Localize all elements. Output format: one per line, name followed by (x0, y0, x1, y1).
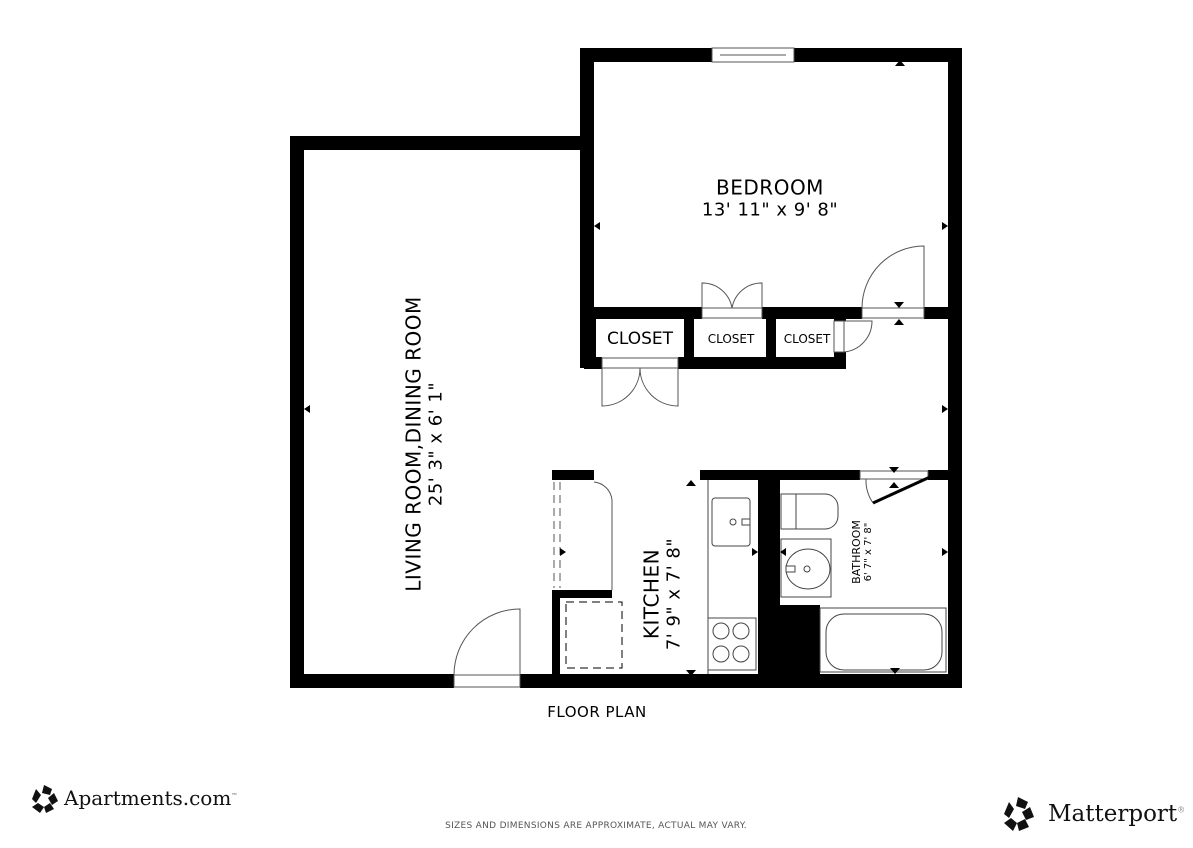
closet-label-1: CLOSET (606, 329, 674, 349)
apartments-logo-icon (32, 785, 58, 813)
closet-label-2: CLOSET (707, 332, 755, 346)
bathroom-label: BATHROOM 6' 7" x 7' 8" (850, 520, 874, 584)
bedroom-label: BEDROOM 13' 11" x 9' 8" (702, 176, 838, 221)
matterport-brand-name: Matterport® (1048, 801, 1186, 827)
window-bedroom (711, 47, 795, 63)
bathroom-dimensions: 6' 7" x 7' 8" (863, 522, 874, 582)
bedroom-dimensions: 13' 11" x 9' 8" (701, 199, 839, 221)
apartments-brand: Apartments.com™ (64, 786, 237, 810)
bathroom-name: BATHROOM (850, 520, 863, 584)
living-room-dimensions: 25' 3" x 6' 1" (425, 381, 447, 507)
kitchen-dimensions: 7' 9" x 7' 8" (663, 537, 685, 651)
bedroom-name: BEDROOM (716, 175, 824, 200)
disclaimer: SIZES AND DIMENSIONS ARE APPROXIMATE, AC… (445, 821, 747, 831)
bathroom-fixtures (780, 493, 947, 673)
apartments-brand-name: Apartments.com™ (64, 786, 238, 810)
kitchen-fixtures (707, 480, 757, 674)
living-room-name: LIVING ROOM,DINING ROOM (401, 296, 426, 592)
matterport-brand: Matterport® (1048, 801, 1185, 827)
bathroom-door-leaf (872, 475, 931, 505)
toilet (780, 493, 839, 530)
kitchen-label: KITCHEN 7' 9" x 7' 8" (640, 538, 685, 650)
living-room-label: LIVING ROOM,DINING ROOM 25' 3" x 6' 1" (402, 296, 447, 592)
matterport-logo-icon (1004, 797, 1034, 831)
kitchen-name: KITCHEN (639, 548, 664, 640)
doors (453, 245, 929, 688)
measurement-arrows (304, 60, 948, 676)
floor-plan-title: FLOOR PLAN (547, 703, 647, 721)
closet-label-3: CLOSET (783, 332, 831, 346)
walls (290, 48, 962, 688)
